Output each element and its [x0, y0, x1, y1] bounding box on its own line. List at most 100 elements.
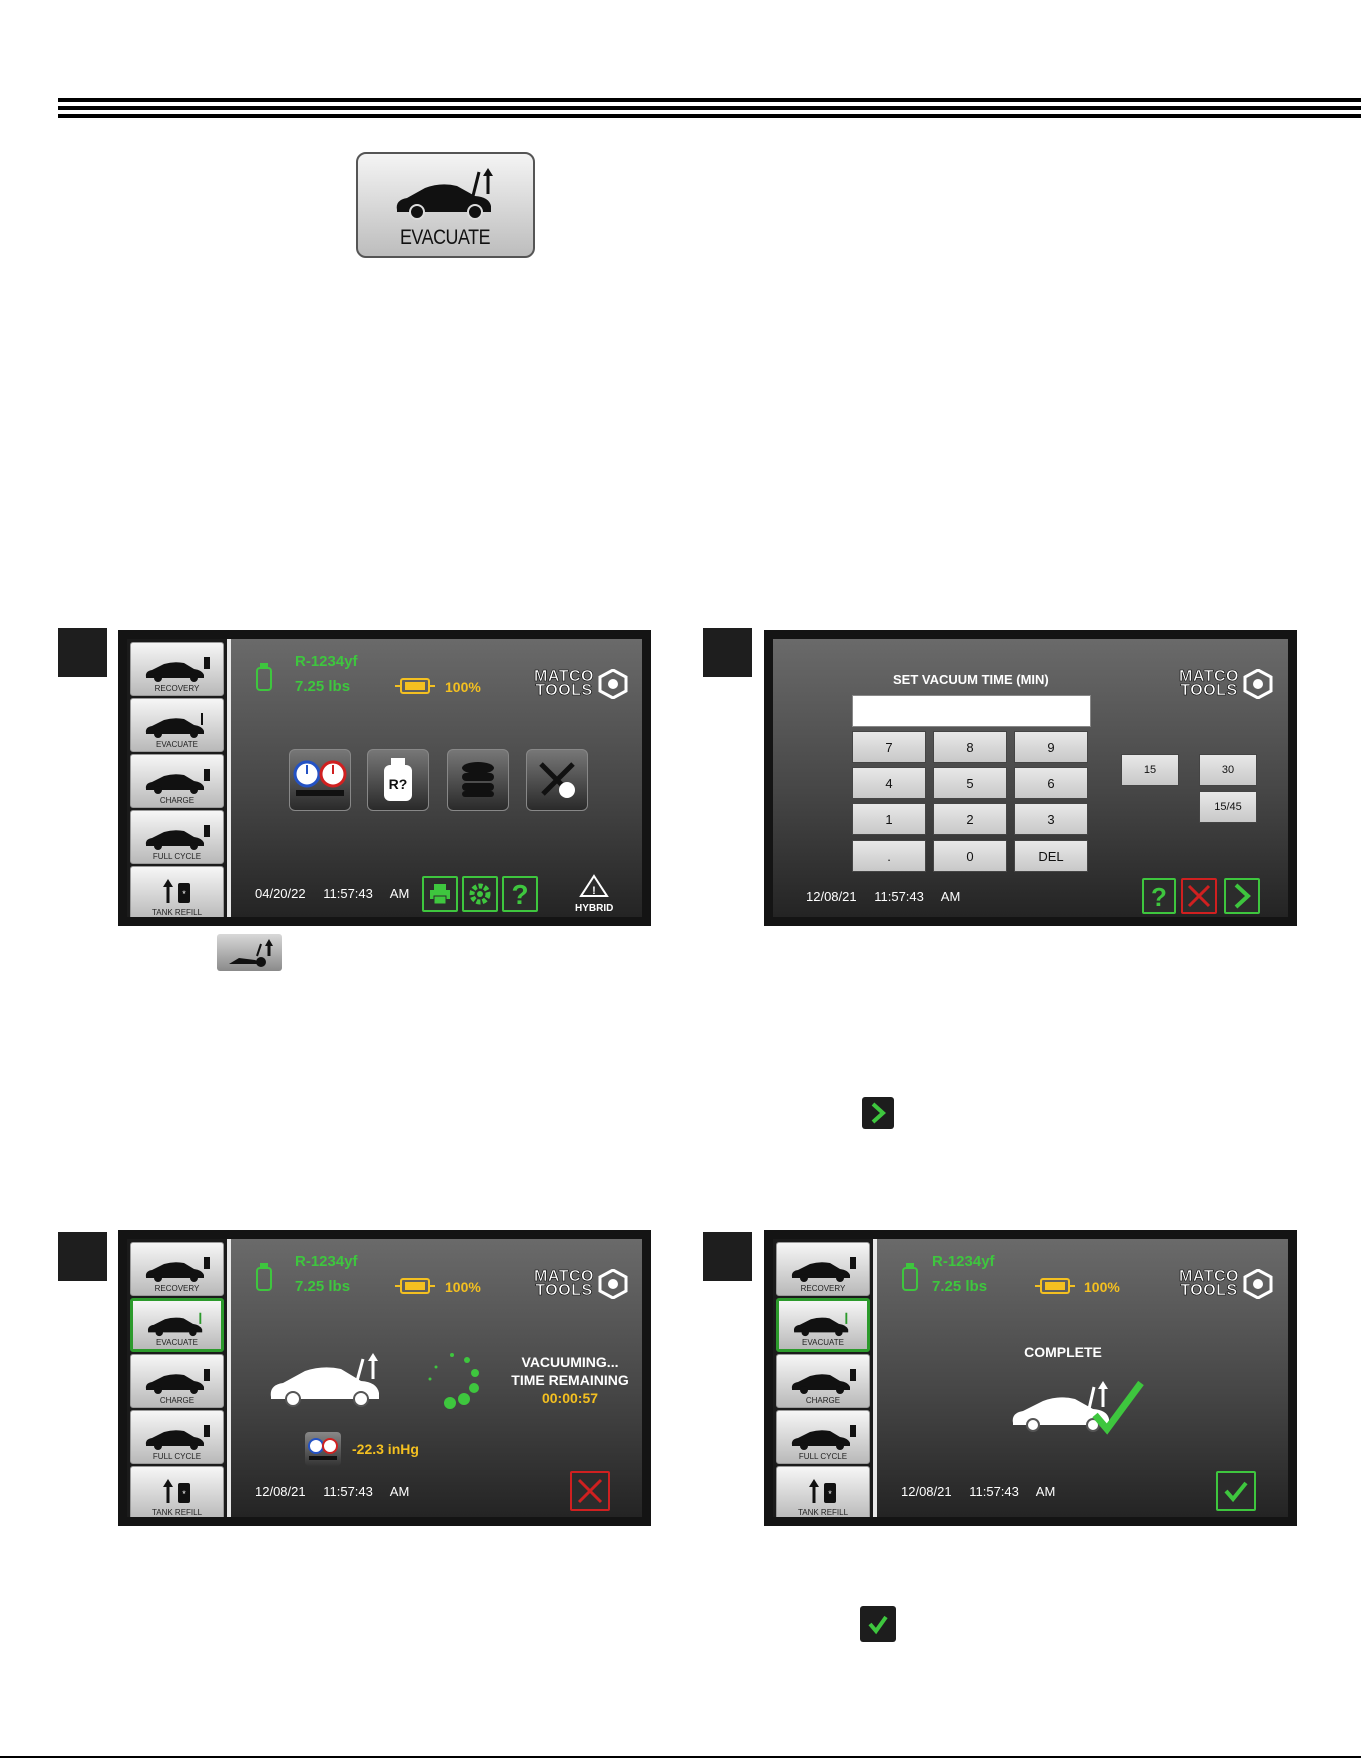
help-button[interactable]: ?	[1142, 878, 1176, 914]
hybrid-label: HYBRID	[575, 903, 614, 914]
logo-line: MATCO	[534, 668, 594, 685]
svg-text:*: *	[182, 889, 186, 899]
battery-icon	[395, 1278, 435, 1294]
sidebar-item-full-cycle[interactable]: FULL CYCLE	[130, 810, 224, 864]
key-4[interactable]: 4	[852, 767, 926, 799]
sidebar-item-charge[interactable]: CHARGE	[776, 1354, 870, 1408]
print-button[interactable]	[422, 876, 458, 912]
key-delete[interactable]: DEL	[1014, 840, 1088, 872]
battery-percent: 100%	[1084, 1279, 1120, 1295]
step-marker-4	[703, 1232, 752, 1281]
car-full-cycle-icon	[145, 1425, 210, 1450]
sidebar-item-recovery[interactable]: RECOVERY	[776, 1242, 870, 1296]
refrigerant-weight: 7.25 lbs	[932, 1278, 988, 1295]
sidebar-item-evacuate[interactable]: EVACUATE	[776, 1298, 870, 1352]
car-charge-icon	[145, 1369, 210, 1394]
matco-emblem-icon	[1243, 669, 1273, 699]
refrigerant-id-button[interactable]: R?	[367, 749, 429, 811]
sidebar-label: CHARGE	[159, 1396, 195, 1405]
sidebar-item-tank-refill[interactable]: * TANK REFILL	[130, 1466, 224, 1517]
sidebar-item-tank-refill[interactable]: * TANK REFILL	[130, 866, 224, 917]
logo-line: TOOLS	[535, 1282, 593, 1299]
vacuum-time-input[interactable]	[852, 695, 1091, 727]
sidebar-item-full-cycle[interactable]: FULL CYCLE	[130, 1410, 224, 1464]
logo-line: TOOLS	[1180, 682, 1238, 699]
loading-spinner-icon	[428, 1353, 479, 1409]
car-recovery-icon	[145, 1257, 210, 1282]
car-charge-icon	[145, 769, 210, 794]
refrigerant-info: R-1234yf 7.25 lbs	[295, 649, 358, 699]
sidebar-label: FULL CYCLE	[152, 852, 202, 861]
database-button[interactable]	[447, 749, 509, 811]
sidebar-item-tank-refill[interactable]: * TANK REFILL	[776, 1466, 870, 1517]
battery-percent: 100%	[445, 679, 481, 695]
key-2[interactable]: 2	[933, 803, 1007, 835]
time-text: 11:57:43 AM	[874, 889, 961, 904]
svg-text:?: ?	[511, 880, 528, 908]
gauges-button[interactable]	[289, 749, 351, 811]
question-icon: ?	[511, 880, 528, 908]
key-8[interactable]: 8	[933, 731, 1007, 763]
gauges-mini	[305, 1432, 341, 1466]
sidebar-label: CHARGE	[159, 796, 195, 805]
key-1[interactable]: 1	[852, 803, 926, 835]
date-time: 12/08/21 11:57:43 AM	[255, 1484, 409, 1499]
hybrid-indicator: ! HYBRID	[575, 874, 613, 914]
sidebar-item-charge[interactable]: CHARGE	[130, 754, 224, 808]
car-full-cycle-icon	[791, 1425, 856, 1450]
tank-icon	[256, 663, 272, 691]
sidebar-label: TANK REFILL	[151, 908, 203, 917]
close-icon	[1187, 884, 1211, 908]
sidebar-item-recovery[interactable]: RECOVERY	[130, 642, 224, 696]
preset-15-button[interactable]: 15	[1121, 754, 1179, 786]
car-recovery-icon	[145, 657, 210, 682]
question-icon: ?	[1151, 882, 1167, 910]
matco-emblem-icon	[1243, 1269, 1273, 1299]
key-9[interactable]: 9	[1014, 731, 1088, 763]
date-text: 12/08/21	[806, 889, 857, 904]
car-charge-icon	[791, 1369, 856, 1394]
checkmark-icon	[1224, 1481, 1248, 1503]
logo-line: TOOLS	[1180, 1282, 1238, 1299]
next-button[interactable]	[1224, 878, 1260, 914]
cancel-button[interactable]	[570, 1471, 610, 1511]
cancel-button[interactable]	[1181, 878, 1217, 914]
key-3[interactable]: 3	[1014, 803, 1088, 835]
key-7[interactable]: 7	[852, 731, 926, 763]
car-evacuate-icon	[396, 168, 493, 220]
step-marker-1	[58, 628, 107, 677]
key-0[interactable]: 0	[933, 840, 1007, 872]
refrigerant-id-icon: R?	[384, 758, 412, 801]
settings-button[interactable]	[462, 876, 498, 912]
sidebar-item-evacuate[interactable]: EVACUATE	[130, 1298, 224, 1352]
confirm-button[interactable]	[1216, 1471, 1256, 1511]
battery-percent: 100%	[445, 1279, 481, 1295]
tank-icon	[256, 1263, 272, 1291]
key-decimal[interactable]: .	[852, 840, 926, 872]
refrigerant-type: R-1234yf	[295, 653, 358, 670]
close-icon	[577, 1478, 603, 1504]
evacuate-button[interactable]: EVACUATE	[356, 152, 535, 258]
tools-button[interactable]	[526, 749, 588, 811]
logo-line: MATCO	[1179, 1268, 1239, 1285]
header-rule	[58, 106, 1361, 110]
sidebar-label: RECOVERY	[154, 1284, 200, 1293]
step-marker-2	[703, 628, 752, 677]
key-6[interactable]: 6	[1014, 767, 1088, 799]
car-full-cycle-icon	[145, 825, 210, 850]
help-button[interactable]: ?	[502, 876, 538, 912]
sidebar-item-full-cycle[interactable]: FULL CYCLE	[776, 1410, 870, 1464]
sidebar: RECOVERY EVACUATE CHARGE FULL CYCLE * TA…	[773, 1239, 877, 1517]
preset-30-button[interactable]: 30	[1199, 754, 1257, 786]
tank-refill-icon: *	[163, 1479, 190, 1503]
sidebar-item-charge[interactable]: CHARGE	[130, 1354, 224, 1408]
car-evacuate-icon	[270, 1353, 379, 1407]
sidebar-label: CHARGE	[805, 1396, 841, 1405]
preset-15-45-button[interactable]: 15/45	[1199, 791, 1257, 823]
status-line: VACUUMING...	[521, 1354, 619, 1370]
sidebar-item-recovery[interactable]: RECOVERY	[130, 1242, 224, 1296]
hybrid-warning-icon: !	[579, 874, 610, 897]
key-5[interactable]: 5	[933, 767, 1007, 799]
gauges-icon	[308, 1438, 338, 1460]
sidebar-item-evacuate[interactable]: EVACUATE	[130, 698, 224, 752]
